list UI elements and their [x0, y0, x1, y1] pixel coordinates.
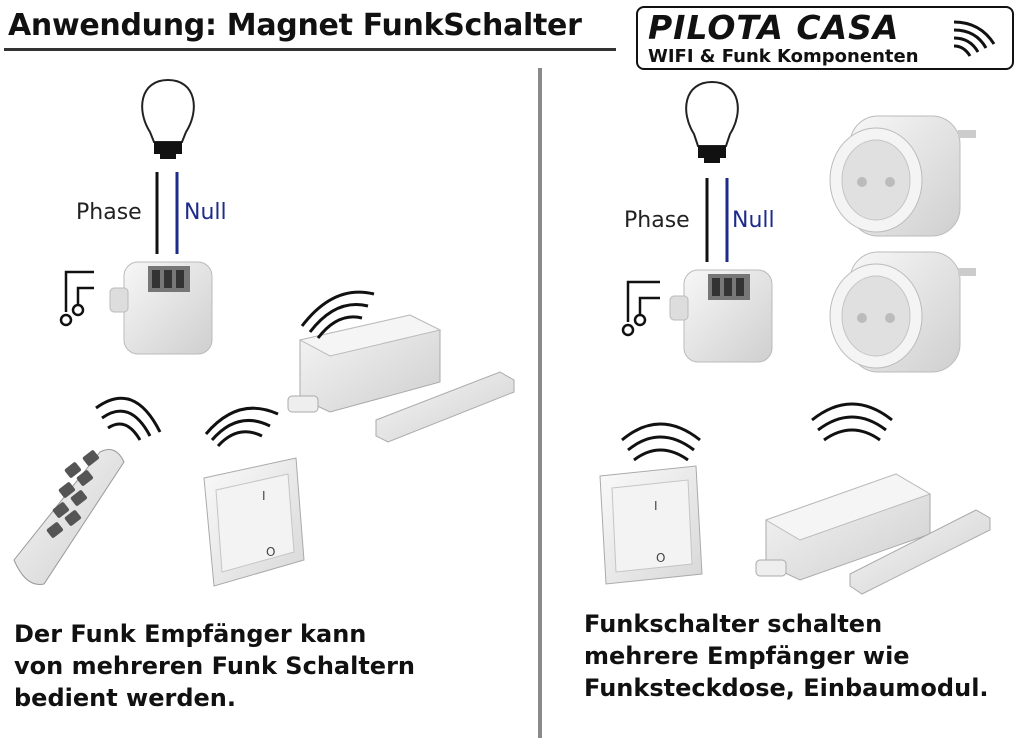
receiver-module-icon — [109, 261, 213, 355]
radio-waves-icon — [621, 422, 701, 462]
receiver-module-icon — [669, 269, 773, 363]
logo-name: PILOTA CASA — [648, 8, 900, 47]
switch-on-mark: I — [262, 489, 266, 503]
smart-plug-icon — [829, 115, 976, 237]
right-null-label: Null — [732, 208, 775, 233]
caption-line: mehrere Empfänger wie — [584, 642, 910, 670]
panel-divider — [538, 68, 542, 738]
left-null-label: Null — [184, 200, 227, 225]
switch-on-mark: I — [654, 499, 658, 513]
left-phase-label: Phase — [76, 200, 142, 225]
switch-symbol-icon — [621, 280, 660, 337]
smart-plug-icon — [829, 251, 976, 373]
right-caption: Funkschalter schalten mehrere Empfänger … — [584, 608, 989, 704]
remote-control-icon — [13, 449, 125, 585]
caption-line: Funksteckdose, Einbaumodul. — [584, 674, 989, 702]
magnet-contact-icon — [287, 314, 515, 443]
page-title: Anwendung: Magnet FunkSchalter — [8, 8, 582, 43]
bulb-icon — [141, 78, 195, 159]
bulb-icon — [685, 80, 739, 163]
magnet-contact-icon — [755, 473, 991, 595]
radio-waves-icon — [95, 396, 162, 441]
brand-logo: PILOTA CASA WIFI & Funk Komponenten — [636, 6, 1014, 70]
switch-off-mark: O — [266, 545, 275, 559]
radio-waves-icon — [300, 290, 375, 339]
logo-signal-icon — [953, 20, 996, 57]
switch-off-mark: O — [656, 551, 665, 565]
wall-switch-icon: I O — [599, 465, 703, 585]
caption-line: Der Funk Empfänger kann — [14, 620, 367, 648]
caption-line: von mehreren Funk Schaltern — [14, 652, 415, 680]
caption-line: Funkschalter schalten — [584, 610, 883, 638]
caption-line: bedient werden. — [14, 684, 236, 712]
radio-waves-icon — [204, 406, 279, 448]
logo-tagline: WIFI & Funk Komponenten — [648, 46, 919, 67]
wall-switch-icon: I O — [203, 457, 305, 587]
right-phase-label: Phase — [624, 208, 690, 233]
left-caption: Der Funk Empfänger kann von mehreren Fun… — [14, 618, 415, 714]
radio-waves-icon — [811, 402, 893, 442]
switch-symbol-icon — [59, 270, 94, 327]
title-underline — [4, 48, 616, 51]
